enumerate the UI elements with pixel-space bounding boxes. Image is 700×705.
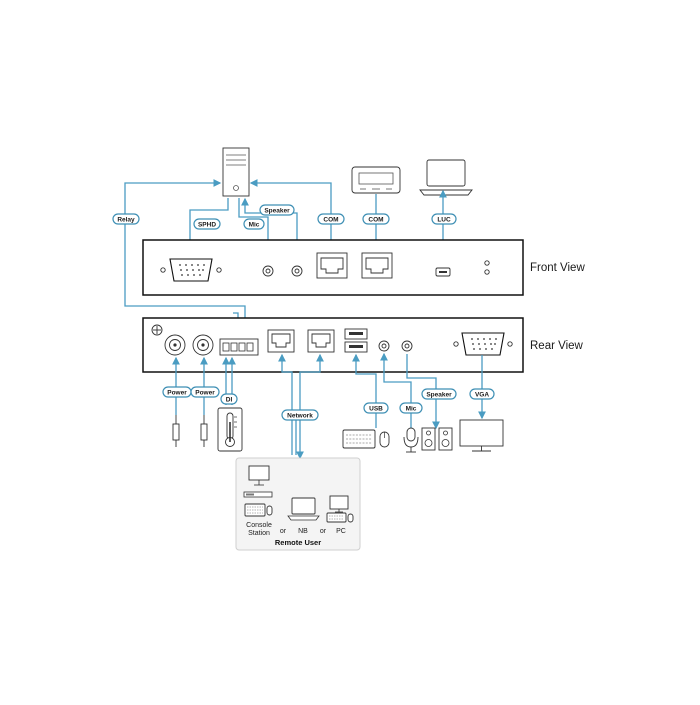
- front-view-label: Front View: [530, 262, 585, 274]
- speaker-bottom-pill: Speaker: [421, 388, 457, 400]
- pc-icon: [326, 495, 354, 523]
- console-line2-label: Station: [248, 530, 270, 537]
- power-plug-icon-1: [172, 415, 180, 447]
- luc-pill: LUC: [431, 213, 457, 225]
- di-label: DI: [226, 397, 233, 404]
- com1-label: COM: [323, 217, 338, 224]
- network-label: Network: [287, 413, 313, 420]
- terminal-block: [219, 338, 259, 356]
- front-led-indicators: [484, 260, 490, 275]
- usb-label: USB: [369, 406, 383, 413]
- pc-label: PC: [336, 528, 346, 535]
- front-com-port-2: [361, 252, 393, 279]
- rear-usb-ports: [344, 328, 368, 353]
- microphone-icon: [403, 427, 419, 453]
- com2-pill: COM: [362, 213, 390, 225]
- di-pill: DI: [220, 393, 238, 405]
- network-pill: Network: [281, 409, 319, 421]
- console-station-icon: [243, 465, 273, 517]
- luc-label: LUC: [437, 217, 451, 224]
- com1-pill: COM: [317, 213, 345, 225]
- monitor-icon: [459, 419, 504, 452]
- front-luc-port: [435, 267, 451, 277]
- power1-label: Power: [167, 390, 187, 397]
- power-jack-1: [164, 334, 186, 356]
- speaker-top-pill: Speaker: [259, 204, 295, 216]
- mic-top-label: Mic: [249, 222, 260, 229]
- laptop-icon: [419, 159, 473, 196]
- relay-pill: Relay: [112, 213, 140, 225]
- power2-pill: Power: [190, 386, 220, 398]
- power1-pill: Power: [162, 386, 192, 398]
- relay-label: Relay: [117, 217, 135, 224]
- thermometer-sensor-icon: [217, 407, 243, 452]
- remote-user-title: Remote User: [275, 538, 321, 547]
- power2-label: Power: [195, 390, 215, 397]
- speaker-top-label: Speaker: [264, 208, 290, 215]
- rear-network-port-2: [307, 329, 335, 353]
- nb-label: NB: [298, 528, 308, 535]
- sphd-pill: SPHD: [193, 218, 221, 230]
- front-com-port-1: [316, 252, 348, 279]
- or-label-1: or: [280, 528, 287, 535]
- power-jack-2: [192, 334, 214, 356]
- rear-mic-jack: [378, 340, 390, 352]
- rear-vga-port: [453, 332, 513, 356]
- power-plug-icon-2: [200, 415, 208, 447]
- vga-pill: VGA: [469, 388, 495, 400]
- serial-terminal-icon: [351, 166, 401, 194]
- front-mic-jack: [262, 265, 274, 277]
- mic-bottom-label: Mic: [406, 406, 417, 413]
- ground-screw-icon: [151, 324, 163, 336]
- console-line1-label: Console: [246, 522, 272, 529]
- keyboard-mouse-icon: [342, 429, 390, 449]
- rear-view-label: Rear View: [530, 340, 584, 352]
- notebook-icon: [287, 497, 320, 521]
- vga-label: VGA: [475, 392, 489, 399]
- rear-speaker-jack: [401, 340, 413, 352]
- rear-network-port-1: [267, 329, 295, 353]
- mic-bottom-pill: Mic: [399, 402, 423, 414]
- speakers-icon: [421, 427, 453, 451]
- front-speaker-jack: [291, 265, 303, 277]
- server-tower-icon: [222, 147, 250, 197]
- sphd-label: SPHD: [198, 222, 216, 229]
- front-vga-port: [160, 258, 222, 282]
- usb-pill: USB: [363, 402, 389, 414]
- com2-label: COM: [368, 217, 383, 224]
- or-label-2: or: [320, 528, 327, 535]
- mic-top-pill: Mic: [243, 218, 265, 230]
- speaker-bottom-label: Speaker: [426, 392, 452, 399]
